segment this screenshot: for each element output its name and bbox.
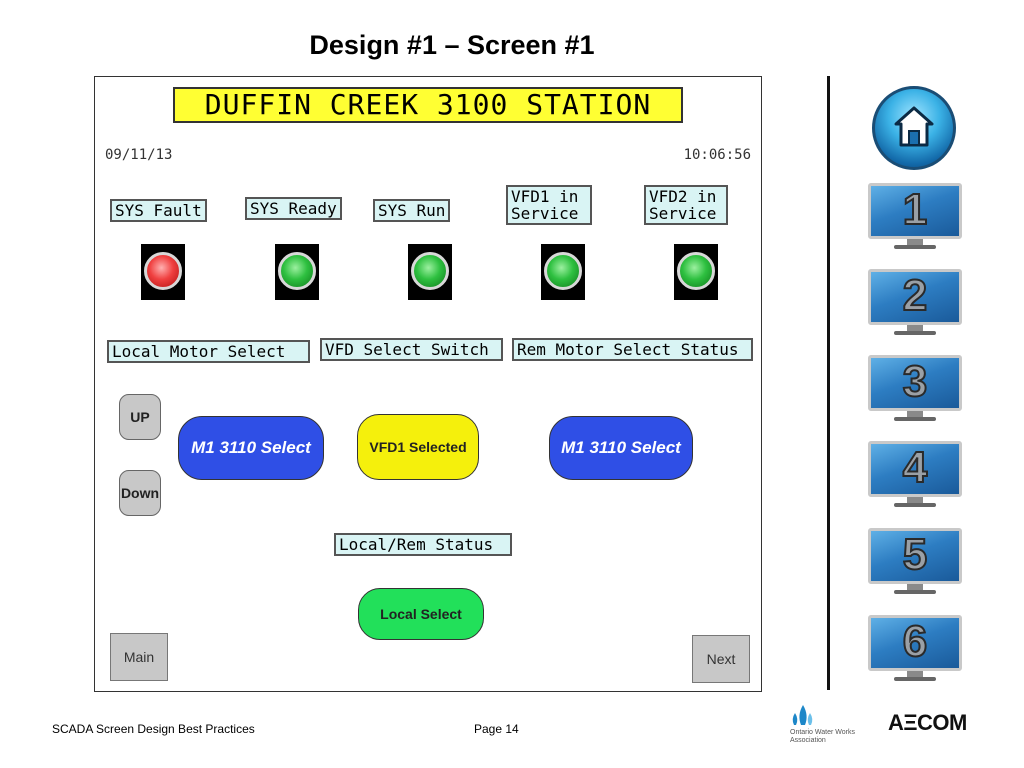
aecom-logo: AΞCOM: [888, 710, 967, 735]
local-select-button[interactable]: Local Select: [358, 588, 484, 640]
screen-number: 4: [902, 442, 928, 493]
vfd2-label-line1: VFD2 in: [649, 187, 717, 206]
sys-run-label: SYS Run: [373, 199, 451, 222]
green-indicator-icon: [677, 252, 715, 290]
home-button[interactable]: [872, 86, 956, 170]
screen-2-button[interactable]: 2: [868, 269, 962, 337]
monitor-icon: [868, 615, 962, 671]
red-indicator-icon: [144, 252, 182, 290]
owwa-logo: Ontario Water Works Association: [790, 703, 880, 751]
up-button[interactable]: UP: [119, 394, 161, 440]
sys-fault-label: SYS Fault: [110, 199, 207, 222]
screen-number: 3: [902, 356, 928, 407]
sys-ready-lamp: [275, 244, 319, 300]
hmi-screen: DUFFIN CREEK 3100 STATION 09/11/13 10:06…: [94, 76, 762, 692]
sys-fault-lamp: [141, 244, 185, 300]
monitor-stand: [907, 671, 923, 677]
monitor-icon: [868, 528, 962, 584]
slide-title: Design #1 – Screen #1: [309, 30, 595, 60]
divider-line: [827, 76, 830, 690]
monitor-icon: [868, 441, 962, 497]
rem-motor-select-status-label: Rem Motor Select Status: [512, 338, 753, 361]
green-indicator-icon: [278, 252, 316, 290]
monitor-stand: [907, 239, 923, 245]
station-title: DUFFIN CREEK 3100 STATION: [173, 87, 683, 123]
main-button[interactable]: Main: [110, 633, 168, 681]
sys-run-lamp: [408, 244, 452, 300]
screen-number: 5: [902, 529, 928, 580]
monitor-base: [894, 590, 936, 594]
rem-motor-select-status-button[interactable]: M1 3110 Select: [549, 416, 693, 480]
monitor-base: [894, 503, 936, 507]
monitor-stand: [907, 497, 923, 503]
owwa-text: Ontario Water Works Association: [790, 729, 855, 745]
screen-3-button[interactable]: 3: [868, 355, 962, 423]
monitor-icon: [868, 355, 962, 411]
screen-6-button[interactable]: 6: [868, 615, 962, 683]
vfd2-in-service-lamp: [674, 244, 718, 300]
monitor-base: [894, 331, 936, 335]
green-indicator-icon: [411, 252, 449, 290]
monitor-stand: [907, 411, 923, 417]
home-icon: [894, 106, 934, 147]
vfd1-in-service-label: VFD1 in Service: [506, 185, 592, 225]
green-indicator-icon: [544, 252, 582, 290]
down-button[interactable]: Down: [119, 470, 161, 516]
local-motor-select-label: Local Motor Select: [107, 340, 310, 363]
vfd2-in-service-label: VFD2 in Service: [644, 185, 728, 225]
water-drop-icon: [792, 705, 813, 725]
time-display: 10:06:56: [683, 147, 751, 163]
monitor-icon: [868, 269, 962, 325]
monitor-base: [894, 677, 936, 681]
screen-number: 6: [902, 616, 928, 667]
local-motor-select-button[interactable]: M1 3110 Select: [178, 416, 324, 480]
next-button[interactable]: Next: [692, 635, 750, 683]
screen-4-button[interactable]: 4: [868, 441, 962, 509]
monitor-stand: [907, 325, 923, 331]
screen-number: 2: [902, 270, 928, 321]
screen-1-button[interactable]: 1: [868, 183, 962, 251]
vfd1-selected-button[interactable]: VFD1 Selected: [357, 414, 479, 480]
page-number: Page 14: [474, 722, 519, 736]
vfd1-in-service-lamp: [541, 244, 585, 300]
owwa-line2: Association: [790, 737, 826, 744]
local-rem-status-label: Local/Rem Status: [334, 533, 512, 556]
sys-ready-label: SYS Ready: [245, 197, 342, 220]
vfd2-label-line2: Service: [649, 204, 717, 223]
screen-5-button[interactable]: 5: [868, 528, 962, 596]
monitor-stand: [907, 584, 923, 590]
monitor-base: [894, 245, 936, 249]
monitor-icon: [868, 183, 962, 239]
monitor-base: [894, 417, 936, 421]
owwa-line1: Ontario Water Works: [790, 729, 855, 736]
vfd1-label-line2: Service: [511, 204, 579, 223]
vfd1-label-line1: VFD1 in: [511, 187, 579, 206]
footer-title: SCADA Screen Design Best Practices: [52, 722, 255, 736]
vfd-select-switch-label: VFD Select Switch: [320, 338, 503, 361]
screen-number: 1: [902, 184, 928, 235]
date-display: 09/11/13: [105, 147, 173, 163]
